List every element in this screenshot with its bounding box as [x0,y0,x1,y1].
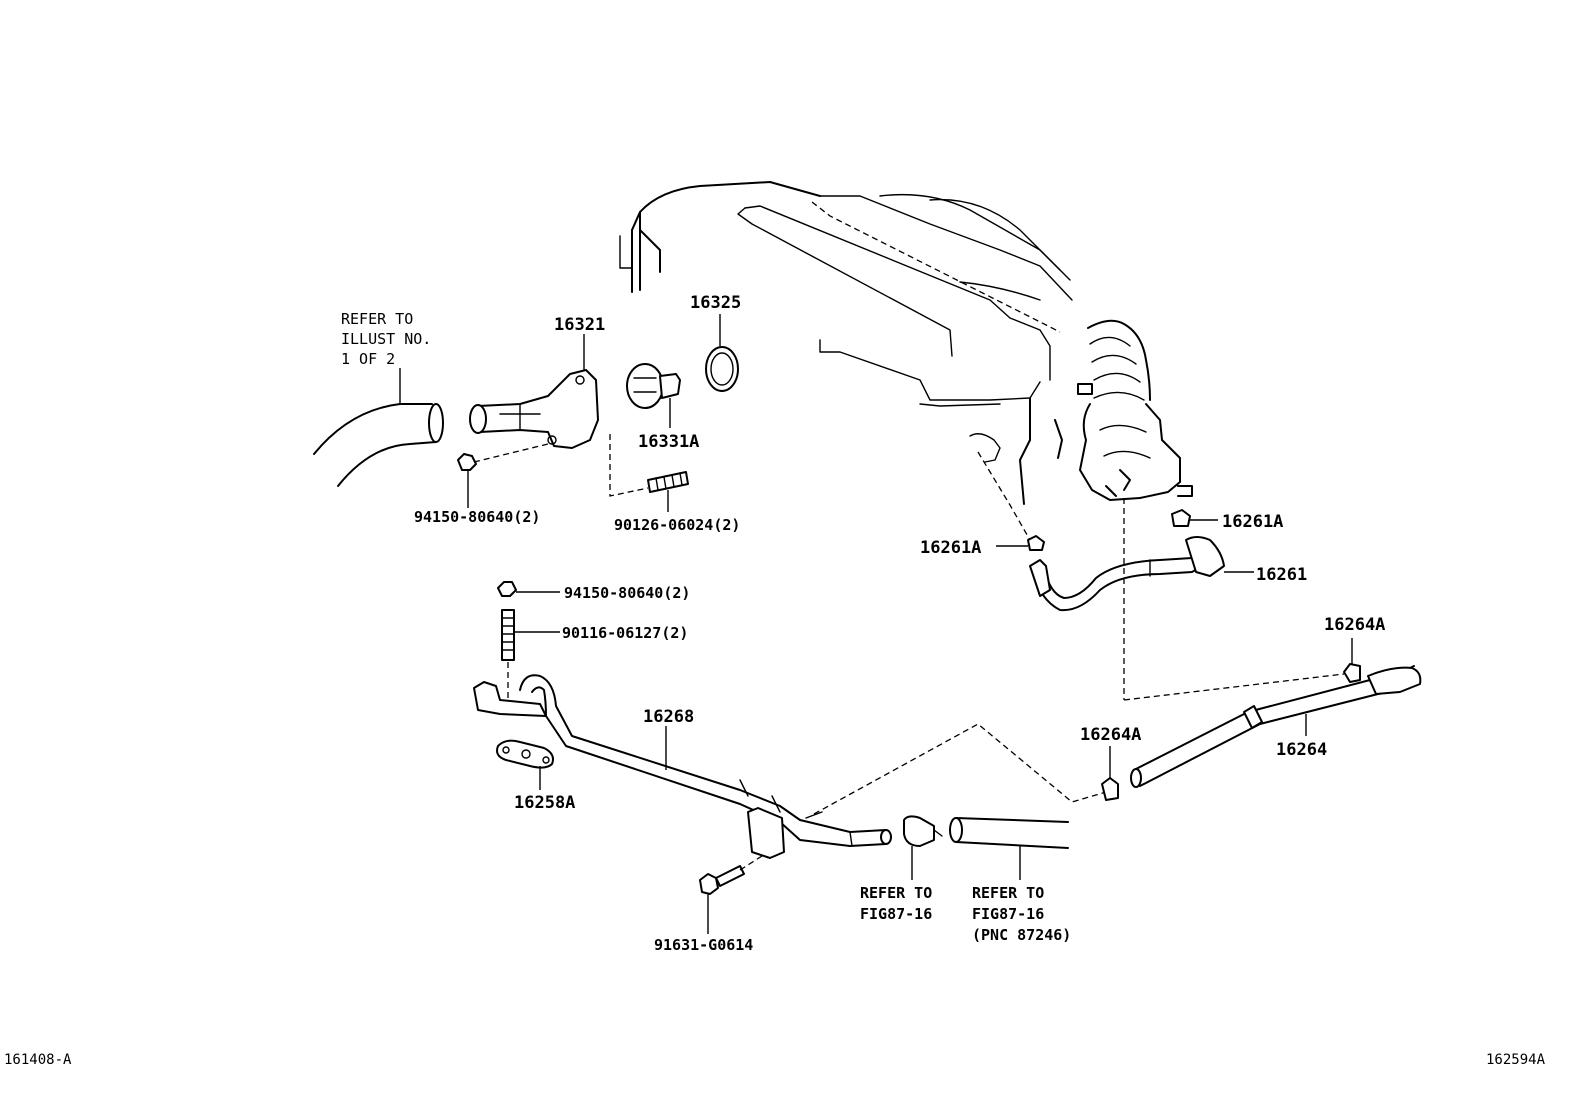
label-94150-upper: 94150-80640(2) [414,508,540,526]
bypass-hose [996,509,1254,612]
thermostat [626,363,681,428]
label-16268: 16268 [643,707,694,727]
gasket-ring [705,314,739,392]
label-16325: 16325 [690,293,741,313]
upper-radiator-hose [313,403,444,487]
svg-text:(PNC 87246): (PNC 87246) [972,926,1071,944]
label-16261a-left: 16261A [920,538,981,558]
svg-text:REFER TO: REFER TO [972,884,1044,902]
lower-nut-and-stud [497,581,560,700]
gasket-16258a [496,739,554,790]
label-16261: 16261 [1256,565,1307,585]
hose-16264 [1101,638,1422,801]
svg-text:FIG87-16: FIG87-16 [860,905,932,923]
radiator-hose-reference [949,817,1069,880]
label-16264: 16264 [1276,740,1327,760]
nut-94150-upper [457,443,549,508]
label-16264a-mid: 16264A [1080,725,1141,745]
footer-right-code: 162594A [1486,1052,1546,1068]
water-outlet [469,369,599,449]
label-16331a: 16331A [638,432,699,452]
svg-text:REFER TO: REFER TO [860,884,932,902]
svg-text:FIG87-16: FIG87-16 [972,905,1044,923]
label-16264a-top: 16264A [1324,615,1385,635]
hose-clamp-reference [903,815,943,880]
label-90126: 90126-06024(2) [614,516,740,534]
water-bypass-pipe [473,674,1107,859]
throttle-body [1054,319,1193,700]
svg-text:REFER TO: REFER TO [341,310,413,328]
svg-text:1 OF 2: 1 OF 2 [341,350,395,368]
label-91631: 91631-G0614 [654,936,753,954]
bolt-91631 [699,855,763,934]
svg-text:ILLUST NO.: ILLUST NO. [341,330,431,348]
stud-90126 [609,434,689,512]
footer-left-code: 161408-A [4,1052,72,1068]
refer-illust-note: REFER TO ILLUST NO. 1 OF 2 [341,310,431,404]
refer-fig-note-a: REFER TO FIG87-16 [860,884,932,923]
label-16261a-right: 16261A [1222,512,1283,532]
label-94150-lower: 94150-80640(2) [564,584,690,602]
label-16258a: 16258A [514,793,575,813]
label-16321: 16321 [554,315,605,335]
refer-fig-note-b: REFER TO FIG87-16 (PNC 87246) [972,884,1071,944]
engine-block-outline [619,181,1073,541]
label-90116: 90116-06127(2) [562,624,688,642]
